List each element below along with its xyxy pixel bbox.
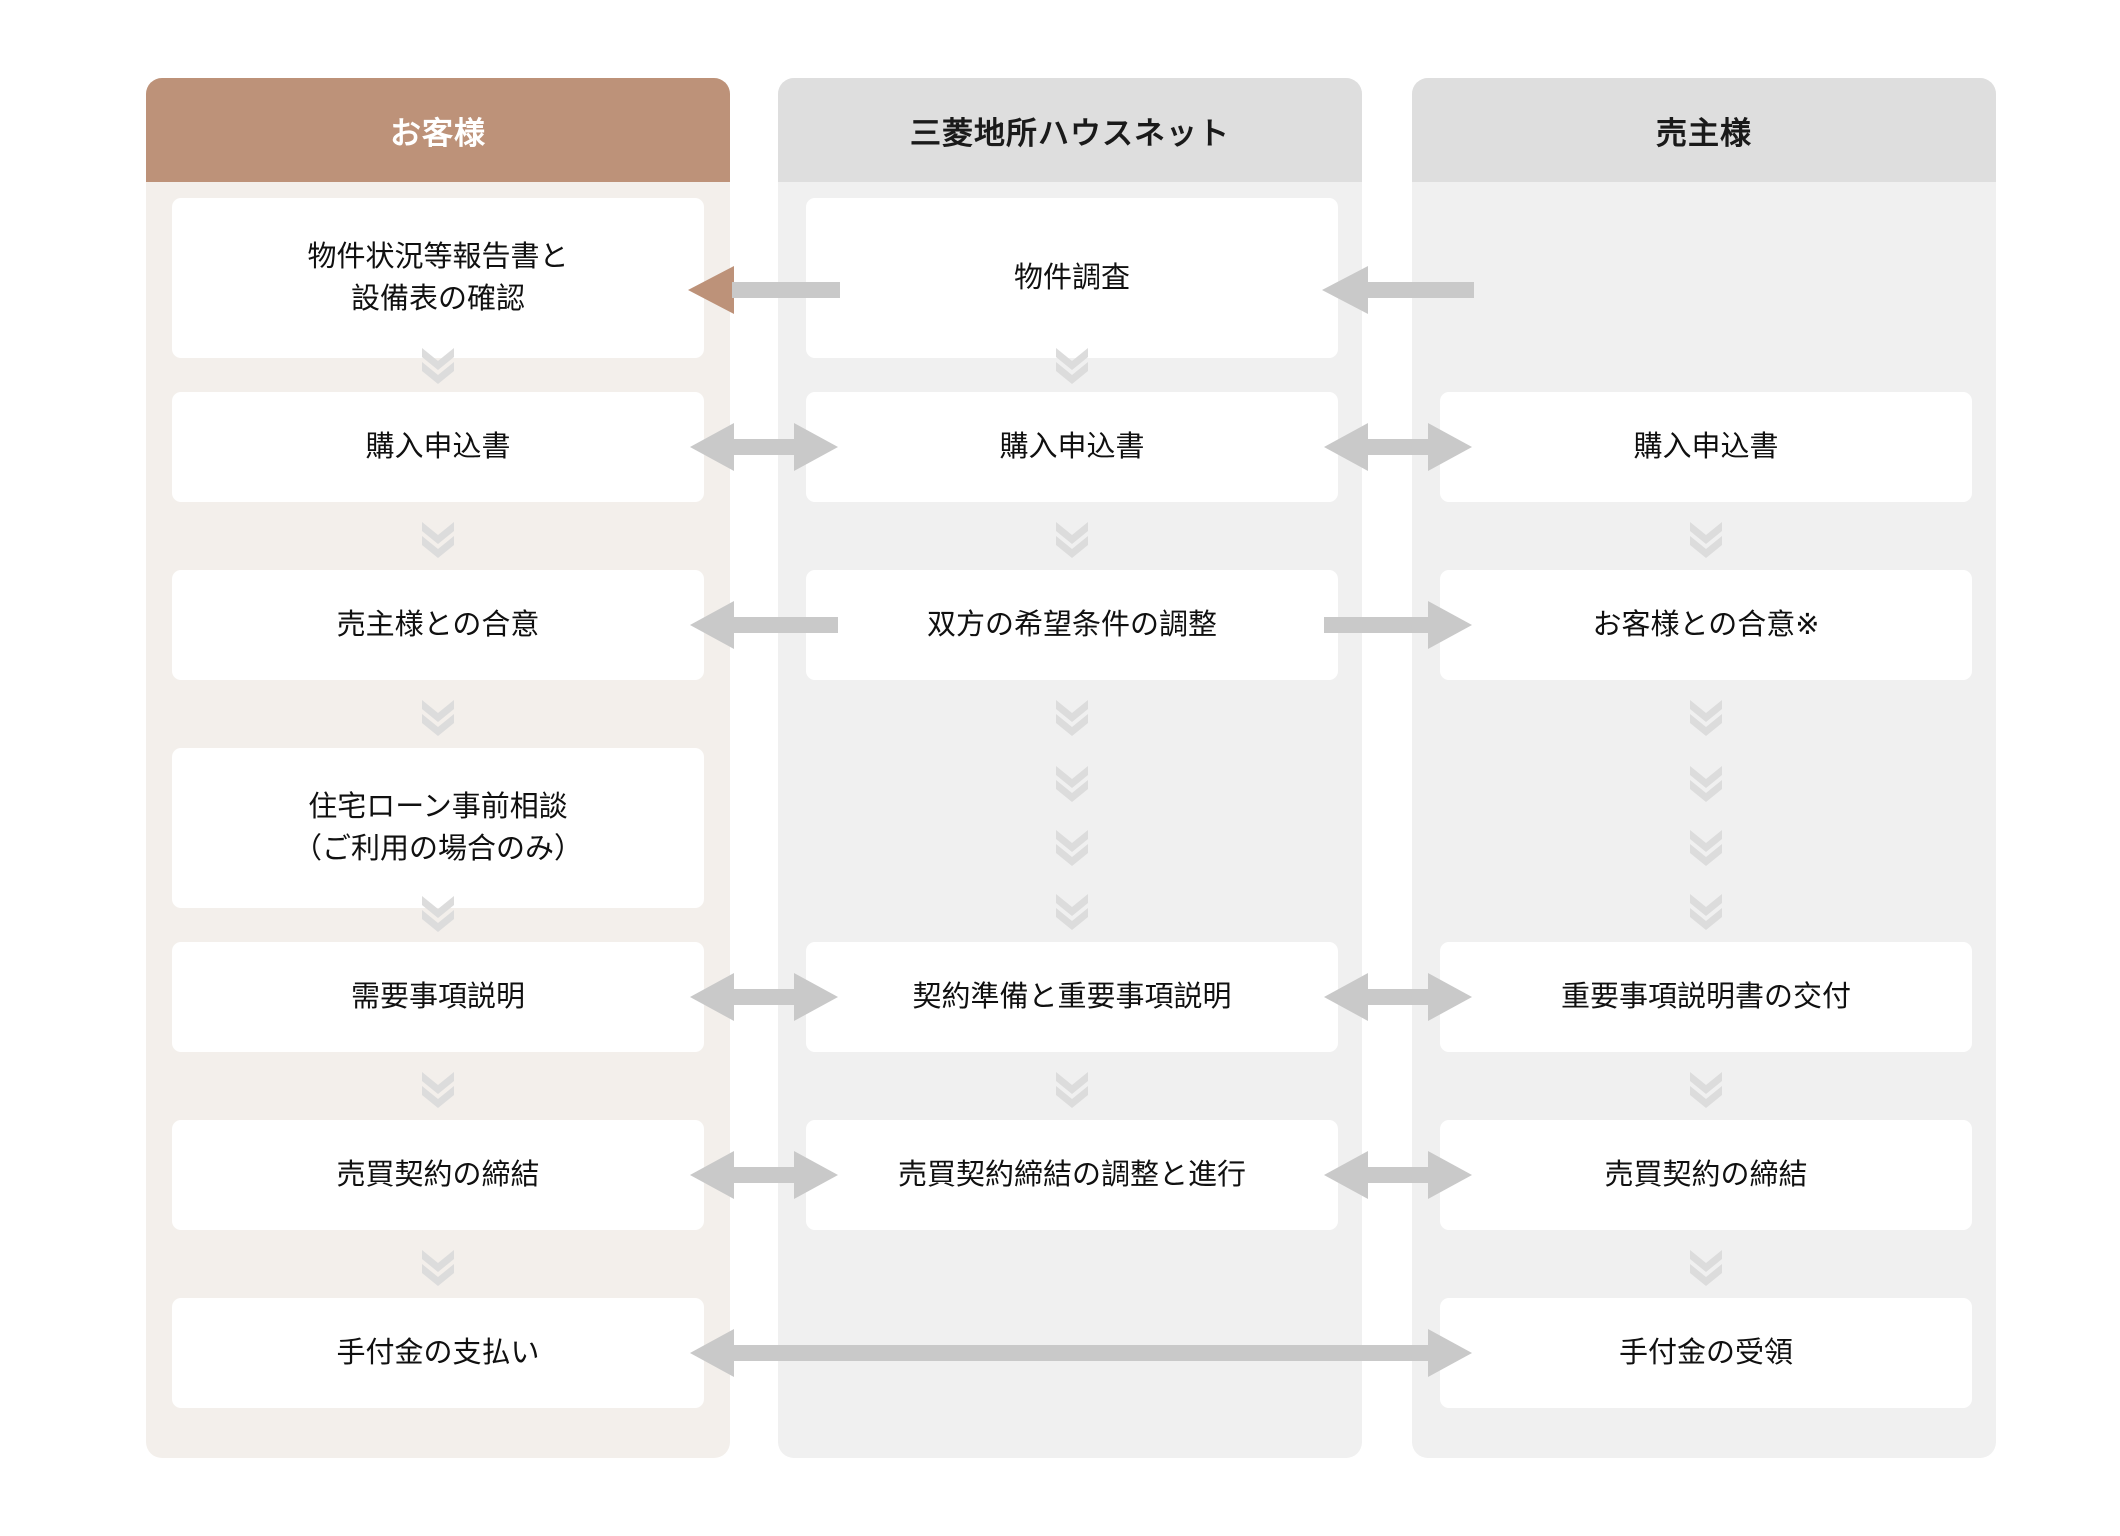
arrow-broker-seller-row6 [1324, 1147, 1472, 1203]
double-chevron-down-icon [1049, 822, 1095, 868]
arrow-customer-seller-row7 [690, 1325, 1472, 1381]
card-line: 手付金の受領 [1618, 1336, 1793, 1369]
card-broker-row1[interactable]: 物件調査 [806, 198, 1338, 358]
arrow-customer-broker-row6 [690, 1147, 838, 1203]
card-line: 手付金の支払い [336, 1336, 540, 1369]
card-seller-row2[interactable]: 購入申込書 [1440, 392, 1972, 502]
lane-header-customer: お客様 [146, 78, 730, 182]
double-chevron-down-icon [1683, 514, 1729, 560]
card-line: お客様との合意※ [1592, 608, 1820, 641]
arrow-customer-broker-row2 [690, 419, 838, 475]
double-chevron-down-icon [1049, 1064, 1095, 1110]
arrow-broker-to-seller-row3 [1324, 597, 1472, 653]
double-chevron-down-icon [1049, 886, 1095, 932]
double-chevron-down-icon [415, 1242, 461, 1288]
arrow-seller-to-broker-row1 [1322, 262, 1474, 318]
card-line: 売主様との合意 [336, 608, 540, 641]
card-customer-row5[interactable]: 需要事項説明 [172, 942, 704, 1052]
card-line: 需要事項説明 [350, 980, 525, 1013]
double-chevron-down-icon [1683, 758, 1729, 804]
double-chevron-down-icon [415, 340, 461, 386]
card-line: 契約準備と重要事項説明 [912, 980, 1232, 1013]
lane-header-seller: 売主様 [1412, 78, 1996, 182]
arrow-broker-seller-row5 [1324, 969, 1472, 1025]
card-customer-row3[interactable]: 売主様との合意 [172, 570, 704, 680]
card-seller-row5[interactable]: 重要事項説明書の交付 [1440, 942, 1972, 1052]
double-chevron-down-icon [1049, 340, 1095, 386]
arrow-broker-seller-row2 [1324, 419, 1472, 475]
card-customer-row2[interactable]: 購入申込書 [172, 392, 704, 502]
double-chevron-down-icon [415, 888, 461, 934]
card-line: 双方の希望条件の調整 [926, 608, 1217, 641]
card-line: （ご利用の場合のみ） [292, 833, 583, 865]
double-chevron-down-icon [1049, 514, 1095, 560]
card-line: 物件調査 [1013, 261, 1130, 294]
double-chevron-down-icon [1049, 692, 1095, 738]
card-line: 購入申込書 [999, 430, 1145, 463]
card-line: 売買契約締結の調整と進行 [897, 1158, 1246, 1191]
double-chevron-down-icon [415, 692, 461, 738]
card-broker-row3[interactable]: 双方の希望条件の調整 [806, 570, 1338, 680]
double-chevron-down-icon [415, 1064, 461, 1110]
double-chevron-down-icon [1683, 822, 1729, 868]
arrow-broker-to-customer-row3 [690, 597, 838, 653]
double-chevron-down-icon [1683, 1064, 1729, 1110]
card-line: 物件状況等報告書と [307, 240, 569, 273]
card-line: 購入申込書 [1633, 430, 1779, 463]
double-chevron-down-icon [1683, 1242, 1729, 1288]
card-seller-row6[interactable]: 売買契約の締結 [1440, 1120, 1972, 1230]
double-chevron-down-icon [1049, 758, 1095, 804]
double-chevron-down-icon [1683, 886, 1729, 932]
card-line: 住宅ローン事前相談 [308, 790, 568, 823]
arrow-broker-to-customer-row1 [688, 262, 840, 318]
card-line: 購入申込書 [365, 430, 511, 463]
arrow-customer-broker-row5 [690, 969, 838, 1025]
card-line: 売買契約の締結 [1604, 1158, 1808, 1191]
card-seller-row3[interactable]: お客様との合意※ [1440, 570, 1972, 680]
card-customer-row6[interactable]: 売買契約の締結 [172, 1120, 704, 1230]
card-customer-row7[interactable]: 手付金の支払い [172, 1298, 704, 1408]
card-broker-row5[interactable]: 契約準備と重要事項説明 [806, 942, 1338, 1052]
card-line: 売買契約の締結 [336, 1158, 540, 1191]
double-chevron-down-icon [1683, 692, 1729, 738]
lane-header-broker: 三菱地所ハウスネット [778, 78, 1362, 182]
card-broker-row6[interactable]: 売買契約締結の調整と進行 [806, 1120, 1338, 1230]
card-broker-row2[interactable]: 購入申込書 [806, 392, 1338, 502]
card-line: 重要事項説明書の交付 [1560, 980, 1851, 1013]
card-line: 設備表の確認 [350, 283, 525, 315]
card-seller-row7[interactable]: 手付金の受領 [1440, 1298, 1972, 1408]
double-chevron-down-icon [415, 514, 461, 560]
card-customer-row4[interactable]: 住宅ローン事前相談 （ご利用の場合のみ） [172, 748, 704, 908]
card-customer-row1[interactable]: 物件状況等報告書と 設備表の確認 [172, 198, 704, 358]
